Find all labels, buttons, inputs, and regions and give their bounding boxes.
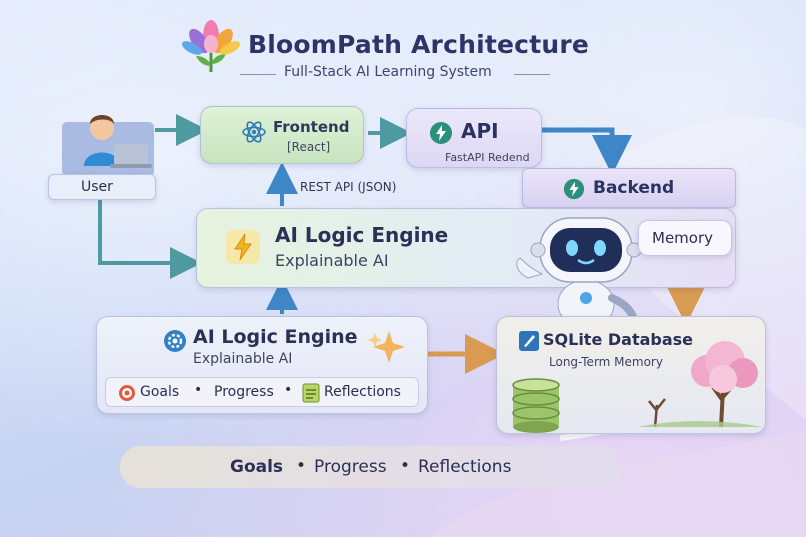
footer-item-progress: Progress [314, 457, 387, 477]
engine-item-goals: Goals [140, 384, 180, 400]
frontend-title: Frontend [273, 118, 350, 136]
target-icon [118, 384, 136, 402]
engine-bottom-subtitle: Explainable AI [193, 351, 293, 367]
bullet-separator: • [296, 456, 307, 476]
bullet-separator: • [194, 382, 203, 398]
lightning-icon [225, 229, 261, 265]
react-atom-icon [241, 119, 267, 145]
robot-mascot [508, 212, 658, 332]
user-avatar [60, 108, 156, 176]
frontend-subtitle: [React] [287, 140, 331, 154]
engine-top-subtitle: Explainable AI [275, 251, 389, 270]
memory-label: Memory [652, 229, 714, 247]
notes-icon [302, 383, 320, 403]
database-cylinder-icon [509, 377, 563, 433]
gear-icon [163, 329, 187, 353]
subtitle-line-left [240, 74, 276, 75]
footer-item-reflections: Reflections [418, 457, 512, 477]
engine-top-title: AI Logic Engine [275, 223, 449, 247]
ai-logic-engine-bottom-node[interactable]: AI Logic Engine Explainable AI Goals • P… [96, 316, 428, 414]
backend-title: Backend [593, 178, 675, 198]
user-label: User [81, 179, 113, 195]
database-title: SQLite Database [543, 330, 694, 349]
page-title: BloomPath Architecture [248, 30, 590, 59]
lightning-icon [429, 121, 453, 145]
api-title: API [461, 119, 499, 143]
database-icon [519, 331, 539, 351]
engine-item-progress: Progress [214, 384, 274, 400]
bullet-separator: • [284, 382, 293, 398]
footer-item-goals: Goals [230, 457, 284, 477]
api-subtitle: FastAPI Redend [445, 151, 530, 164]
sparkle-icon [367, 329, 407, 363]
backend-node[interactable]: Backend [522, 168, 736, 208]
sqlite-database-node[interactable]: SQLite Database Long-Term Memory [496, 316, 766, 434]
user-node[interactable]: User [48, 174, 156, 200]
lightning-icon [563, 178, 585, 200]
footer-bar: Goals • Progress • Reflections [120, 446, 620, 488]
database-subtitle: Long-Term Memory [549, 355, 663, 369]
engine-item-reflections: Reflections [324, 384, 401, 400]
engine-bottom-title: AI Logic Engine [193, 326, 358, 348]
rest-api-label: REST API (JSON) [300, 180, 397, 194]
bullet-separator: • [400, 456, 411, 476]
page-subtitle: Full-Stack AI Learning System [284, 64, 492, 80]
blossom-tree-icon [637, 331, 763, 431]
subtitle-line-right [514, 74, 550, 75]
api-node[interactable]: API FastAPI Redend [406, 108, 542, 168]
frontend-node[interactable]: Frontend [React] [200, 106, 364, 164]
engine-bottom-items-bar: Goals • Progress • Reflections [105, 377, 419, 407]
logo-icon [176, 14, 246, 84]
memory-bubble[interactable]: Memory [638, 220, 732, 256]
